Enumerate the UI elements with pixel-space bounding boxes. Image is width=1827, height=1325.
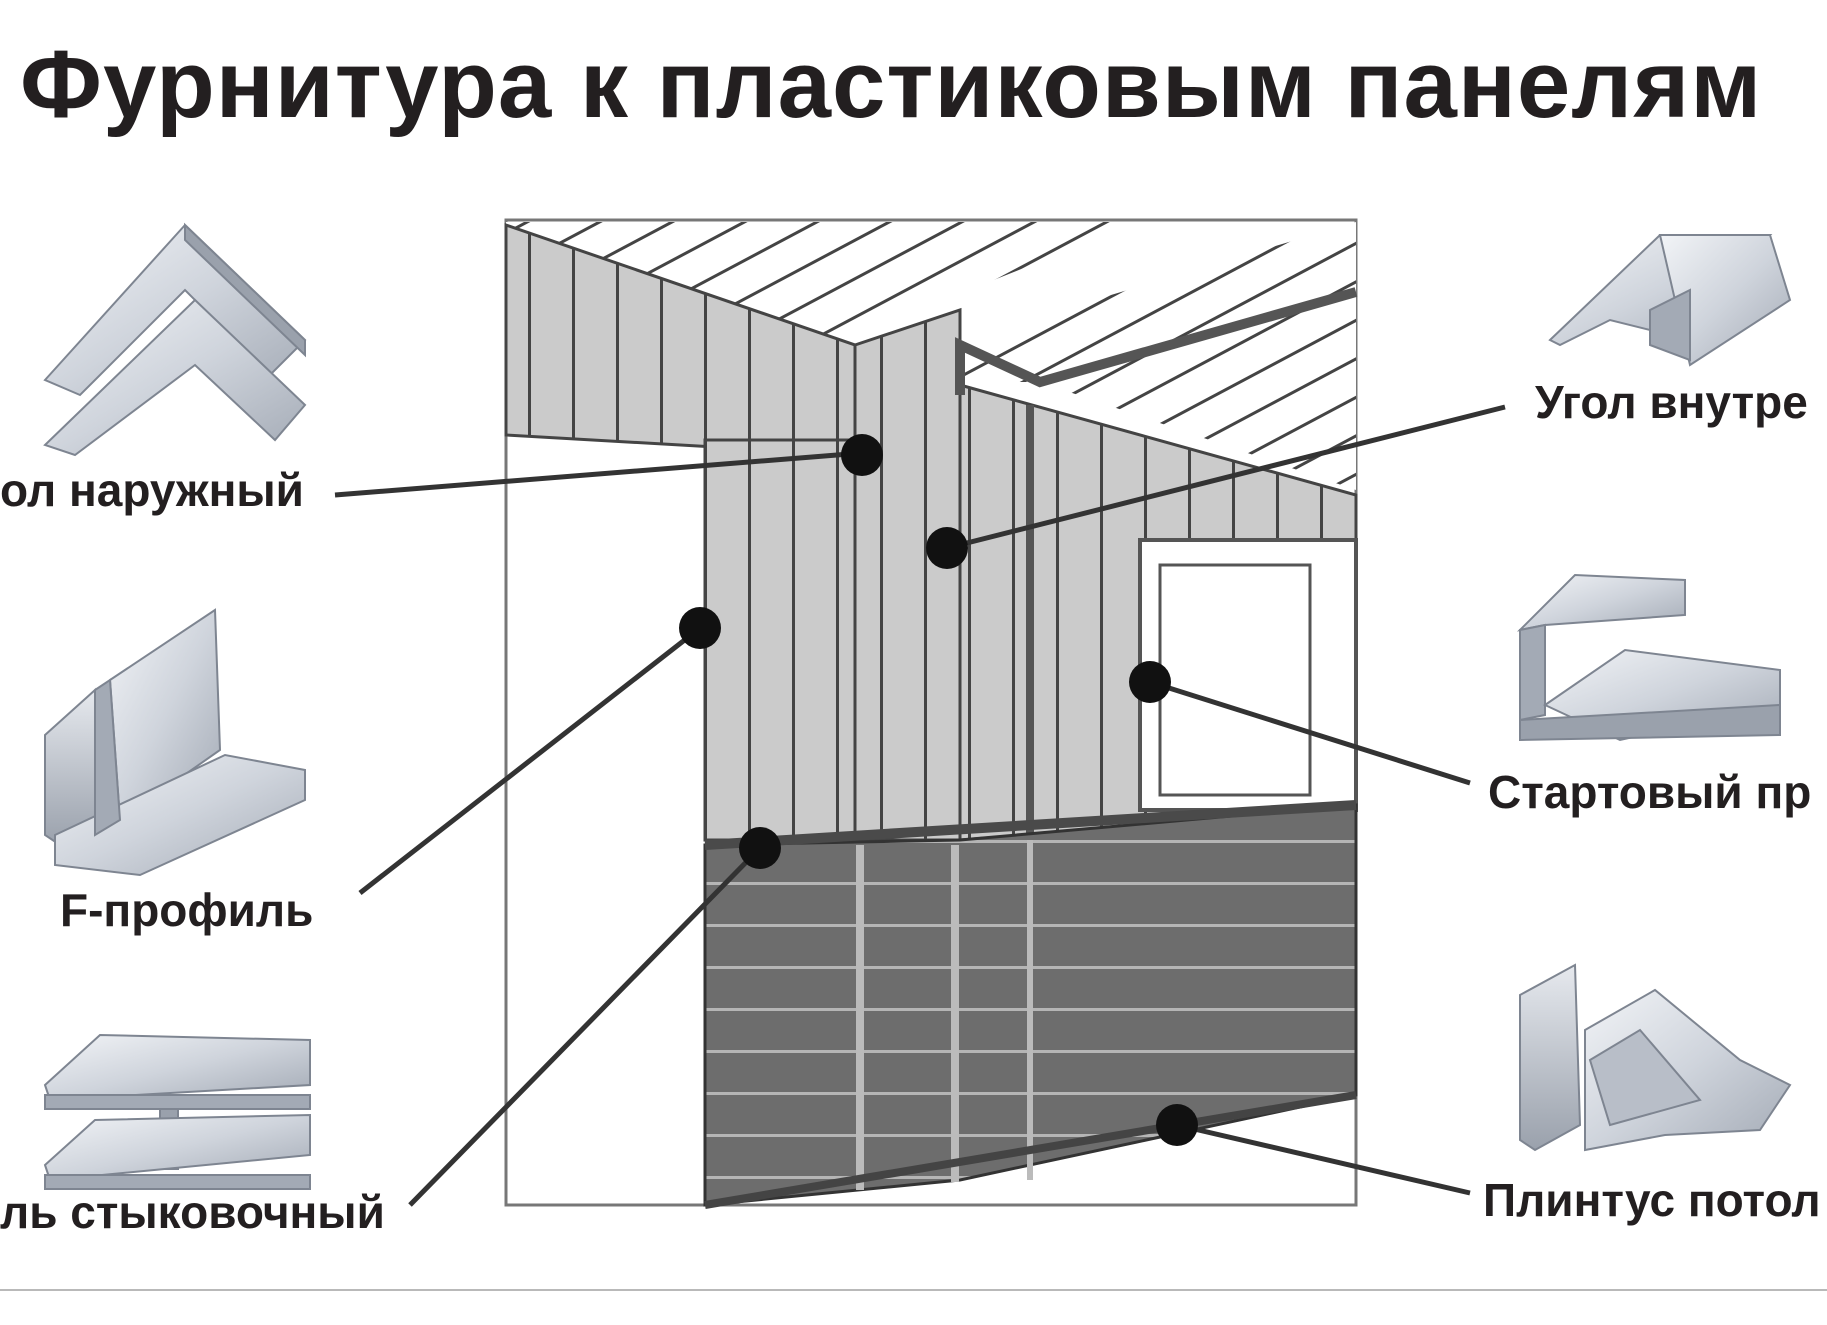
callout-dot-ceiling-plinth bbox=[1156, 1104, 1198, 1146]
page-title: Фурнитура к пластиковым панелям bbox=[20, 31, 1763, 138]
callout-dot-inner-corner bbox=[926, 527, 968, 569]
f-profile-icon bbox=[44, 608, 306, 877]
label-outer-corner: ол наружный bbox=[0, 464, 304, 516]
label-f-profile: F-профиль bbox=[60, 884, 314, 936]
label-inner-corner: Угол внутре bbox=[1535, 376, 1808, 428]
label-joint-profile: ль стыковочный bbox=[0, 1186, 385, 1238]
label-ceiling-plinth: Плинтус потол bbox=[1483, 1174, 1821, 1226]
start-profile-icon bbox=[1516, 573, 1781, 742]
bottom-divider bbox=[0, 1289, 1827, 1291]
h-joint-profile-icon bbox=[43, 1033, 311, 1190]
outer-corner-profile-icon bbox=[43, 222, 307, 457]
callout-dots bbox=[679, 434, 1198, 1146]
inner-corner-profile-icon bbox=[1548, 234, 1792, 367]
room-illustration bbox=[504, 218, 1358, 1209]
callout-dot-joint-profile bbox=[739, 827, 781, 869]
callout-lines bbox=[334, 404, 1506, 1207]
label-start-profile: Стартовый пр bbox=[1488, 766, 1812, 818]
ceiling-plinth-icon bbox=[1519, 963, 1792, 1152]
callout-dot-f-profile bbox=[679, 607, 721, 649]
callout-dot-outer-corner bbox=[841, 434, 883, 476]
callout-dot-start-profile bbox=[1129, 661, 1171, 703]
